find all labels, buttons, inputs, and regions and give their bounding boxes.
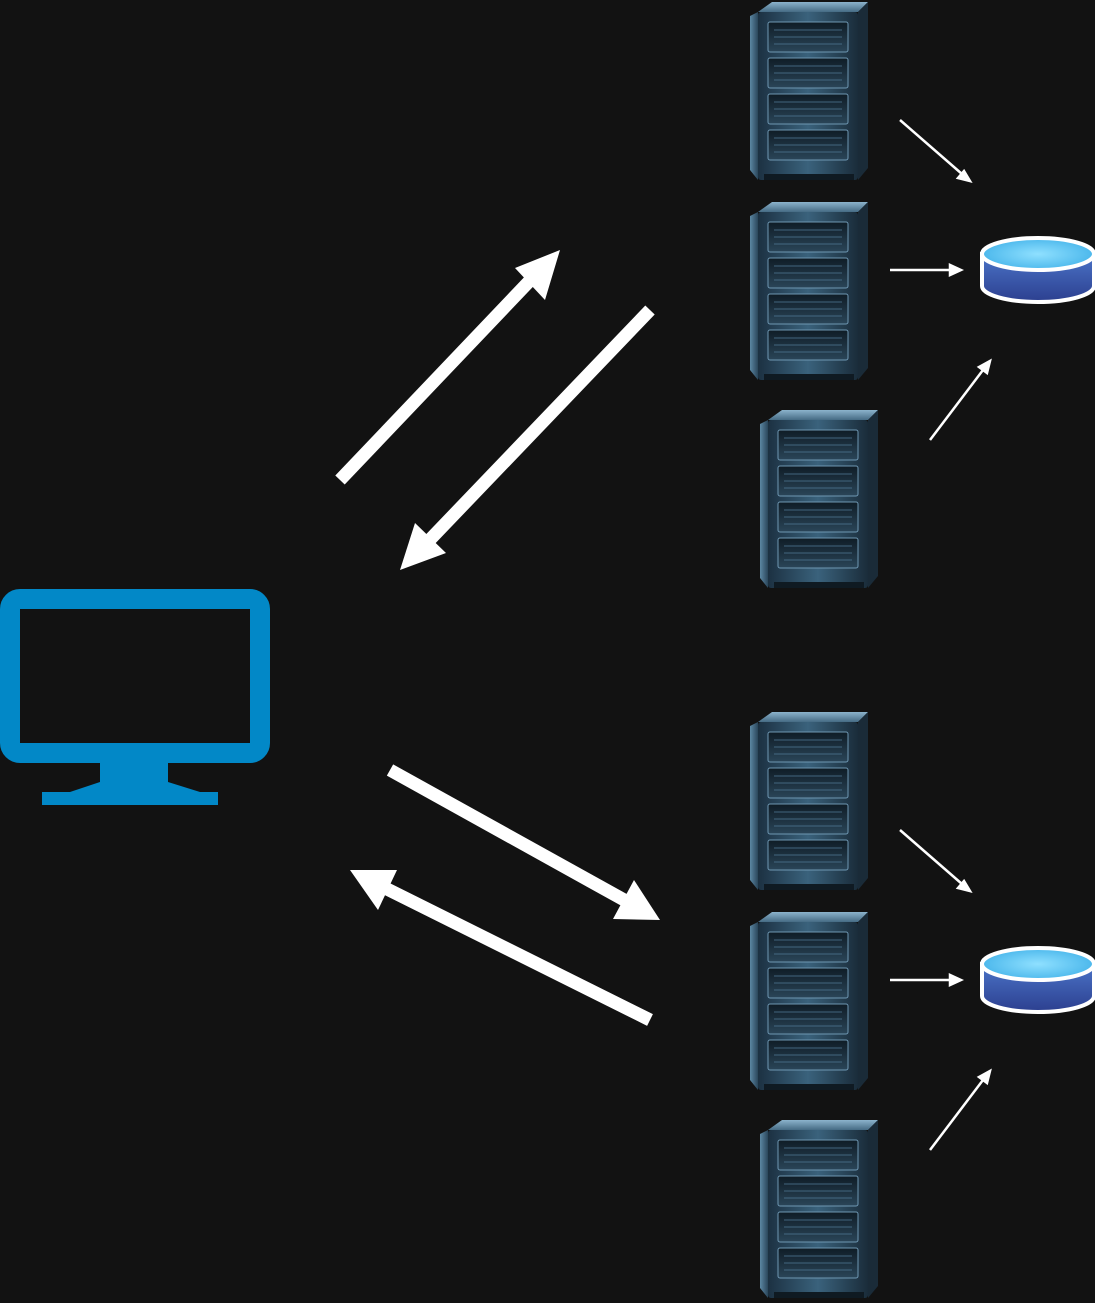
- database-icon: [980, 946, 1095, 1014]
- cluster-top: [749, 1, 879, 589]
- server-rack-icon: [759, 409, 879, 589]
- server-rack-icon: [759, 1119, 879, 1299]
- request-arrow-bottom: [386, 764, 660, 920]
- server-rack-icon: [749, 711, 869, 891]
- monitor-icon: [0, 589, 270, 805]
- response-arrow-top: [400, 305, 655, 570]
- server-rack-icon: [749, 1, 869, 181]
- cluster-bottom: [749, 711, 879, 1299]
- server-to-db-arrows-bottom: [890, 829, 992, 1151]
- database-icon: [980, 236, 1095, 304]
- response-arrow-bottom: [350, 870, 653, 1026]
- server-rack-icon: [749, 911, 869, 1091]
- server-to-db-arrows-top: [890, 119, 992, 441]
- server-rack-icon: [749, 201, 869, 381]
- request-arrow-top: [335, 250, 560, 485]
